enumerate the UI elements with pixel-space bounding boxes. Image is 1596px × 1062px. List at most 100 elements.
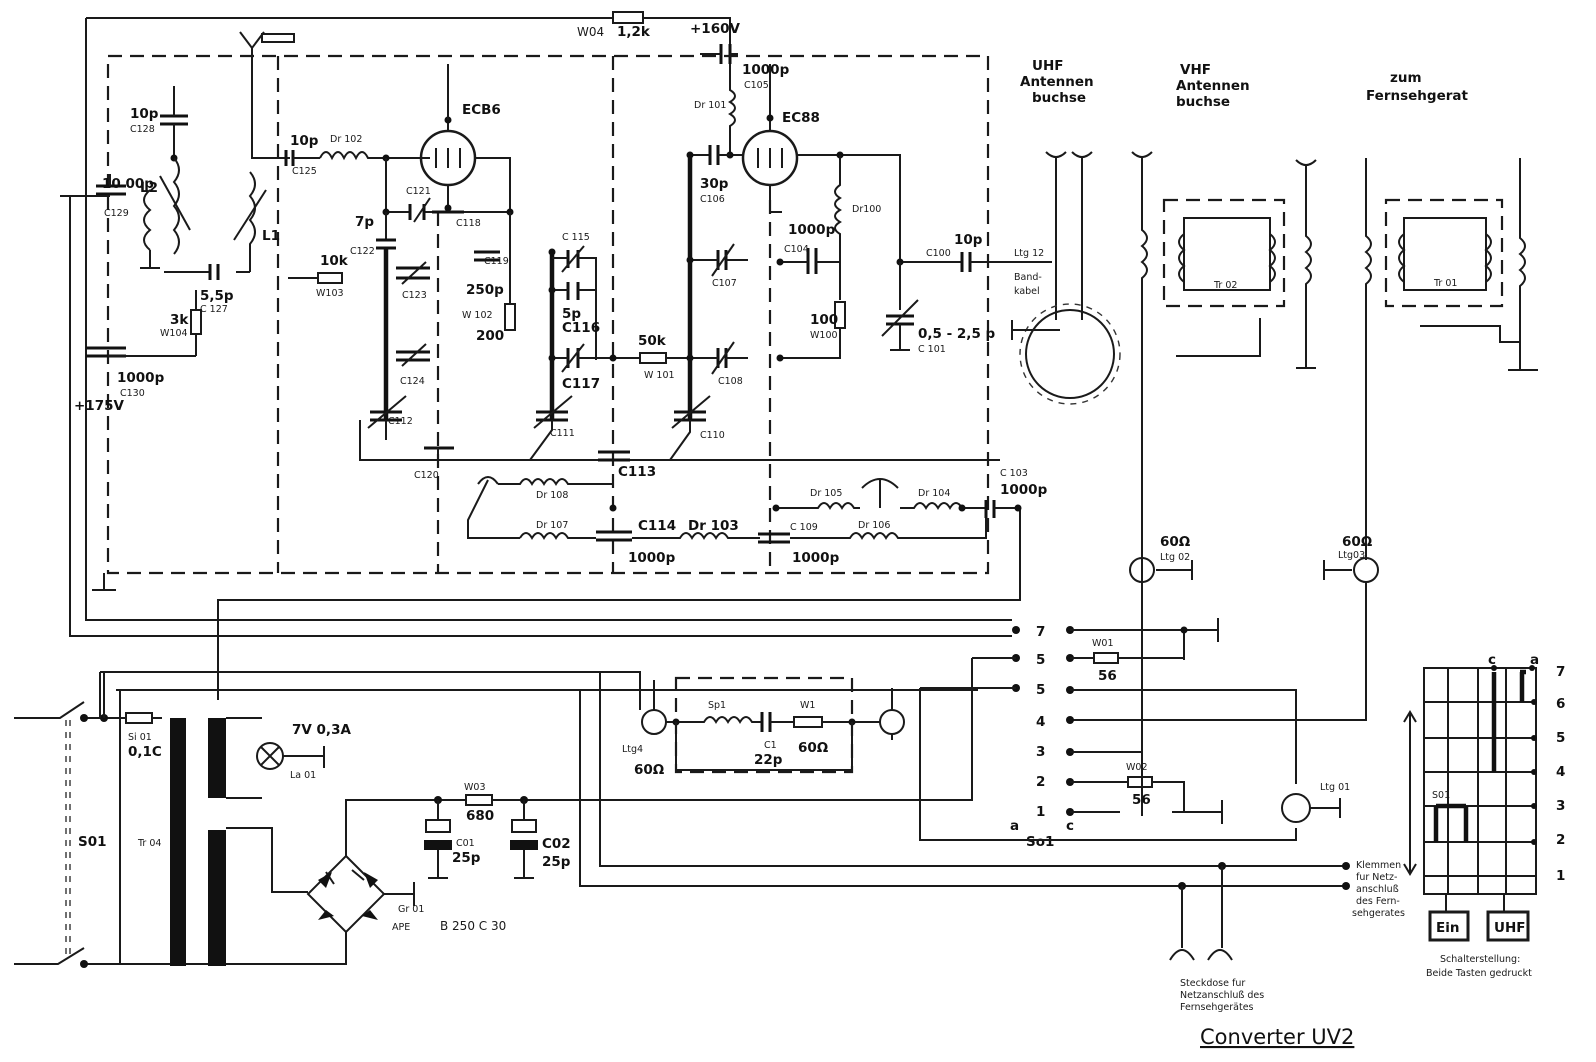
c123-ref: C123 <box>402 290 427 301</box>
c02-value: 25p <box>542 854 571 870</box>
tube-ecb6: ECB6 C121 C118 <box>382 64 514 278</box>
switch-row-3: 3 <box>1556 798 1565 814</box>
dr102-label: Dr 102 <box>330 134 362 145</box>
ltg12-label: Ltg 12 <box>1014 248 1044 259</box>
c100-value: 10p <box>954 232 983 248</box>
c117-ref: C117 <box>562 376 600 392</box>
dr105-label: Dr 105 <box>810 488 842 499</box>
tr01-label: Tr 01 <box>1433 278 1457 289</box>
c01-value: 25p <box>452 850 481 866</box>
c106-ref: C106 <box>700 194 725 205</box>
c107-ref: C107 <box>712 278 737 289</box>
so1-pin-5a: 5 <box>1036 652 1045 668</box>
c119-ref: C119 <box>484 256 509 267</box>
c119-value: 250p <box>466 282 504 298</box>
ltg01-ref: Ltg 01 <box>1320 782 1350 793</box>
w03-ref: W03 <box>464 782 485 793</box>
w104-ref: W104 <box>160 328 188 339</box>
c116-value: 5p <box>562 306 581 322</box>
uhf-label-2: Antennen <box>1020 74 1094 90</box>
dr104-label: Dr 104 <box>918 488 950 499</box>
c100-ref: C100 <box>926 248 951 259</box>
c115-ref: C 115 <box>562 232 590 243</box>
c103-ref: C 103 <box>1000 468 1028 479</box>
middle-filter: C 115 5p C116 C117 C111 50k W 101 C113 <box>529 232 690 480</box>
sp1-label: Sp1 <box>708 700 726 711</box>
vhf-label-2: Antennen <box>1176 78 1250 94</box>
w01-value: 56 <box>1098 668 1117 684</box>
dr103-label: Dr 103 <box>688 518 739 534</box>
tube-ec88-label: EC88 <box>782 110 820 126</box>
w04-label: W04 <box>577 25 604 39</box>
uhf-button-label: UHF <box>1494 920 1525 936</box>
w03-value: 680 <box>466 808 494 824</box>
klemmen-note-1: Klemmen <box>1356 860 1401 871</box>
switch-col-a: a <box>1530 652 1539 668</box>
ltg02-ref: Ltg 02 <box>1160 552 1190 563</box>
tv-label-2: Fernsehgerat <box>1366 88 1468 104</box>
notes: Klemmen fur Netz- anschluß des Fern- seh… <box>1180 860 1532 1049</box>
so1-pin-1: 1 <box>1036 804 1045 820</box>
ltg02-value: 60Ω <box>1160 534 1191 550</box>
so1-c: c <box>1066 818 1074 834</box>
w100-value: 100 <box>810 312 838 328</box>
c114-ref: C114 <box>638 518 676 534</box>
so1-pin-5b: 5 <box>1036 682 1045 698</box>
c125-value: 10p <box>290 133 319 149</box>
dr107-label: Dr 107 <box>536 520 568 531</box>
vhf-label-3: buchse <box>1176 94 1230 110</box>
shield-box <box>92 54 990 591</box>
schalter-note-2: Beide Tasten gedruckt <box>1426 968 1532 979</box>
so1-pin-3: 3 <box>1036 744 1045 760</box>
ltg03-ref: Ltg03 <box>1338 550 1365 561</box>
schalter-note-1: Schalterstellung: <box>1440 954 1520 965</box>
w101-ref: W 101 <box>644 370 675 381</box>
w01-ref: W01 <box>1092 638 1113 649</box>
so01-label: S01 <box>78 834 107 850</box>
klemmen-note-4: des Fern- <box>1356 896 1400 907</box>
tr02-label: Tr 02 <box>1213 280 1237 291</box>
c105-value: 1000p <box>742 62 790 78</box>
c118-ref: C118 <box>456 218 481 229</box>
steckdose-note-1: Steckdose fur <box>1180 978 1245 989</box>
ltg4-value: 60Ω <box>634 762 665 778</box>
switch-row-2: 2 <box>1556 832 1565 848</box>
dr100-label: Dr100 <box>852 204 881 215</box>
switch-row-7: 7 <box>1556 664 1565 680</box>
c125-ref: C125 <box>292 166 317 177</box>
l1-label: L1 <box>262 228 280 244</box>
c105-ref: C105 <box>744 80 769 91</box>
vhf-antenna-socket: VHF Antennen buchse Tr 02 <box>1131 62 1317 816</box>
tv-output-socket: zum Fernsehgerat Tr 01 <box>1364 70 1538 560</box>
dr106-label: Dr 106 <box>858 520 890 531</box>
ltg03-value: 60Ω <box>1342 534 1373 550</box>
so1-pin-7: 7 <box>1036 624 1045 640</box>
uhf-label-3: buchse <box>1032 90 1086 106</box>
c113-ref: C113 <box>618 464 656 480</box>
w100-ref: W100 <box>810 330 838 341</box>
w103-value: 10k <box>320 253 349 269</box>
so1-pin-2: 2 <box>1036 774 1045 790</box>
lamp-value: 7V 0,3A <box>292 722 351 738</box>
w1-ref: W1 <box>800 700 815 711</box>
uhf-button[interactable] <box>1486 910 1530 942</box>
w103-ref: W103 <box>316 288 344 299</box>
c110-ref: C110 <box>700 430 725 441</box>
c104-value: 1000p <box>788 222 836 238</box>
band-label-1: Band- <box>1014 272 1042 283</box>
tr04-label: Tr 04 <box>137 838 161 849</box>
w102-ref: W 102 <box>462 310 493 321</box>
c01-ref: C01 <box>456 838 475 849</box>
c128-ref: C128 <box>130 124 155 135</box>
switch-col-c: c <box>1488 652 1496 668</box>
c124-ref: C124 <box>400 376 425 387</box>
band-label-2: kabel <box>1014 286 1040 297</box>
c122-value: 7p <box>355 214 374 230</box>
ein-button[interactable] <box>1428 910 1470 942</box>
c101-value: 0,5 - 2,5 p <box>918 326 996 342</box>
c108-ref: C108 <box>718 376 743 387</box>
c127-value: 5,5p <box>200 288 234 304</box>
tube-ec88: EC88 Dr 101 30p C106 C107 C108 C110 D <box>669 64 1052 461</box>
dr101-label: Dr 101 <box>694 100 726 111</box>
power-supply: S01 Si 01 0,1C Tr 04 7V 0,3A La 01 W03 6… <box>14 671 1350 968</box>
